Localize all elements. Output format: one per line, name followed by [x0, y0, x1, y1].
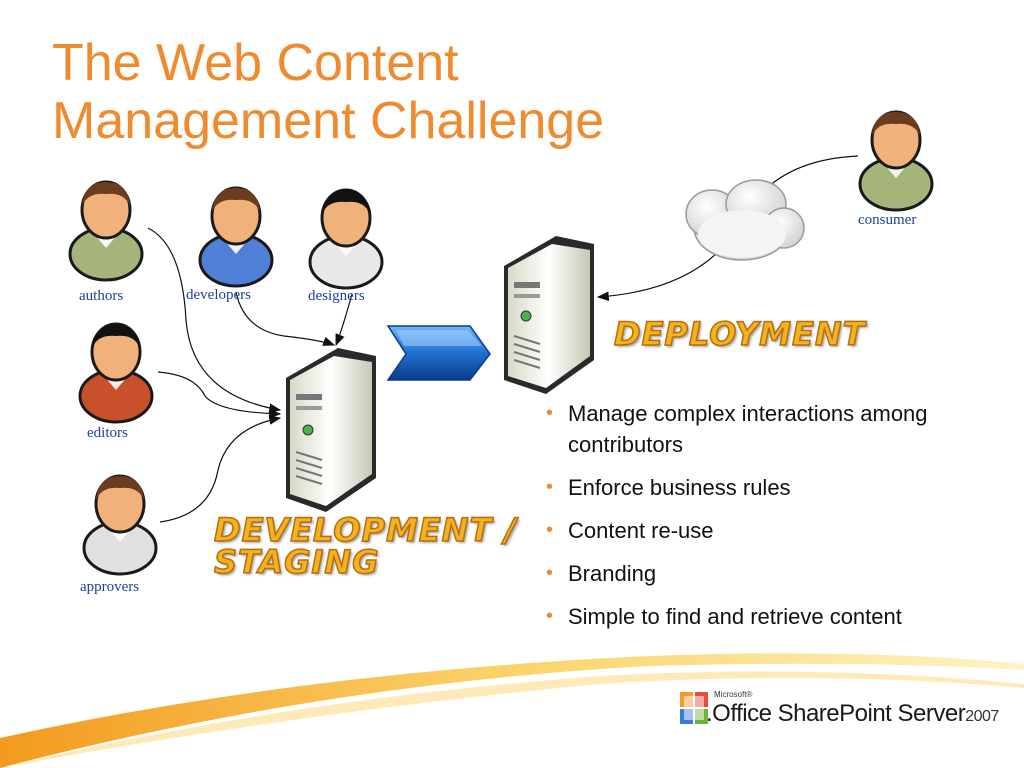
staging-server-icon: [286, 348, 376, 512]
challenge-list: •Manage complex interactions among contr…: [540, 398, 1010, 644]
consumer-person-icon: [858, 110, 934, 212]
connector-editors: [157, 371, 282, 419]
office-logo-icon: [680, 692, 708, 724]
bullet-icon: •: [546, 519, 554, 541]
developers-label: developers: [186, 287, 251, 303]
decorative-swoosh: [0, 653, 1024, 768]
logo-product-text: .Office SharePoint Server2007: [706, 700, 999, 727]
development-label-line-1: DEVELOPMENT /: [213, 511, 518, 549]
editors-person-icon: [78, 322, 154, 424]
approvers-person-icon: [82, 474, 158, 576]
decorative-swoosh-2: [0, 671, 1024, 768]
slide-title: The Web Content Management Challenge: [52, 34, 604, 150]
connector-developers: [235, 291, 336, 346]
designers-label: designers: [308, 288, 365, 304]
list-item: •Enforce business rules: [540, 472, 1010, 503]
development-staging-label: DEVELOPMENT / STAGING: [213, 511, 518, 581]
bullet-icon: •: [546, 402, 554, 424]
bullet-icon: •: [546, 605, 554, 627]
list-item: •Simple to find and retrieve content: [540, 601, 1010, 632]
developers-person-icon: [198, 186, 274, 288]
logo-microsoft-text: Microsoft®: [714, 690, 753, 699]
deployment-label: DEPLOYMENT: [613, 315, 866, 353]
connector-designers: [335, 293, 353, 347]
list-item: •Branding: [540, 558, 1010, 589]
bullet-icon: •: [546, 476, 554, 498]
list-item: •Content re-use: [540, 515, 1010, 546]
list-item: •Manage complex interactions among contr…: [540, 398, 1010, 460]
title-line-1: The Web Content: [52, 34, 459, 92]
bullet-icon: •: [546, 562, 554, 584]
authors-person-icon: [68, 180, 144, 282]
deployment-server-icon: [504, 236, 594, 394]
cloud-icon: [685, 179, 805, 261]
authors-label: authors: [79, 288, 124, 304]
consumer-label: consumer: [858, 212, 917, 228]
connector-approvers: [159, 415, 282, 523]
approvers-label: approvers: [80, 579, 140, 595]
development-label-line-2: STAGING: [213, 543, 380, 581]
designers-person-icon: [308, 188, 384, 290]
editors-label: editors: [87, 425, 128, 441]
title-line-2: Management Challenge: [52, 92, 605, 150]
connector-authors: [147, 227, 282, 413]
